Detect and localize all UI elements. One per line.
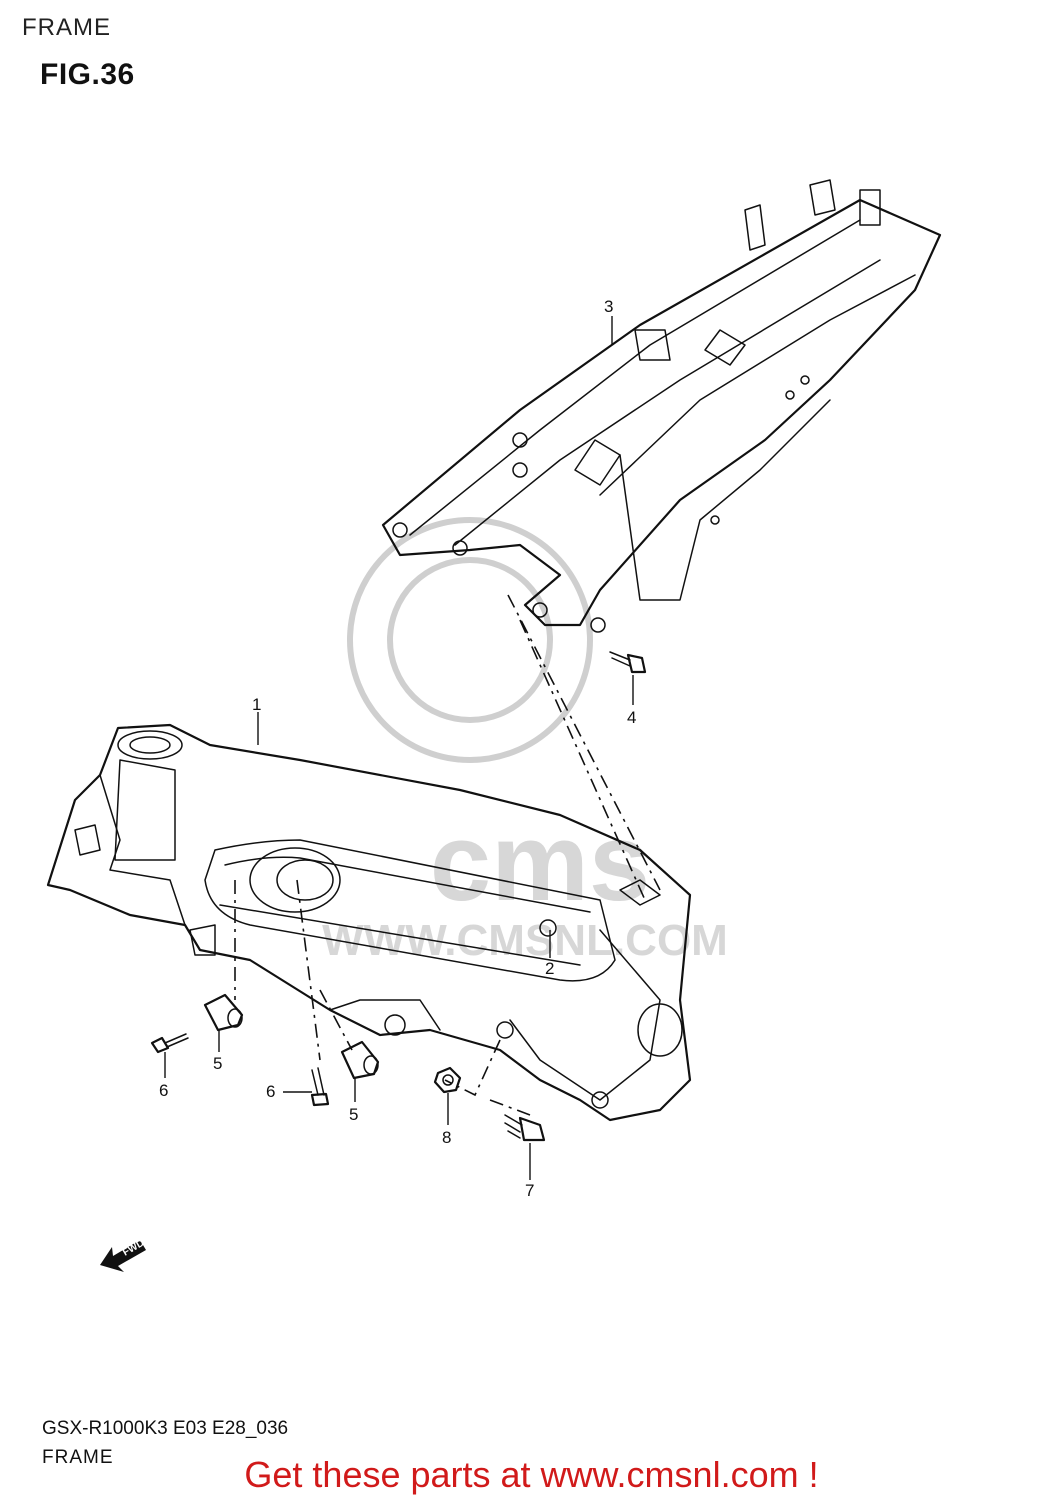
callout-labels: 1 2 3 4 5 5 6 6 7 8 xyxy=(159,297,636,1200)
bushing-5-right xyxy=(340,1040,380,1080)
nut-8 xyxy=(433,1066,462,1094)
bolt-6-right xyxy=(310,1067,330,1107)
watermark-logo-text: cms xyxy=(430,801,650,924)
callout-8: 8 xyxy=(442,1128,451,1147)
seat-rail-drawing xyxy=(381,179,942,633)
promo-banner[interactable]: Get these parts at www.cmsnl.com ! xyxy=(0,1454,1059,1496)
bushing-5-left xyxy=(203,993,244,1032)
callout-5-right: 5 xyxy=(349,1105,358,1124)
callout-2: 2 xyxy=(545,959,554,978)
bolt-6-left xyxy=(150,1033,189,1054)
callout-7: 7 xyxy=(525,1181,534,1200)
main-frame-drawing xyxy=(46,723,692,1122)
bolt-7 xyxy=(504,1114,546,1142)
promo-text[interactable]: Get these parts at www.cmsnl.com ! xyxy=(244,1454,819,1495)
model-code: GSX-R1000K3 E03 E28_036 xyxy=(42,1418,289,1439)
figure-number: FIG.36 xyxy=(40,58,135,91)
callout-6-left: 6 xyxy=(159,1081,168,1100)
callout-6-right: 6 xyxy=(266,1082,275,1101)
assembly-lines xyxy=(234,594,661,1116)
watermark-url: WWW.CMSNL.COM xyxy=(322,916,728,965)
fwd-arrow-icon: FWD xyxy=(100,1238,146,1272)
leader-lines xyxy=(164,316,634,1180)
footer-caption: FRAME xyxy=(42,1447,114,1468)
callout-5-left: 5 xyxy=(213,1054,222,1073)
callout-4: 4 xyxy=(627,708,636,727)
callout-1: 1 xyxy=(252,695,261,714)
bolt-4 xyxy=(609,651,647,674)
section-title: FRAME xyxy=(22,14,111,41)
watermark: cms WWW.CMSNL.COM xyxy=(322,517,728,965)
callout-3: 3 xyxy=(604,297,613,316)
